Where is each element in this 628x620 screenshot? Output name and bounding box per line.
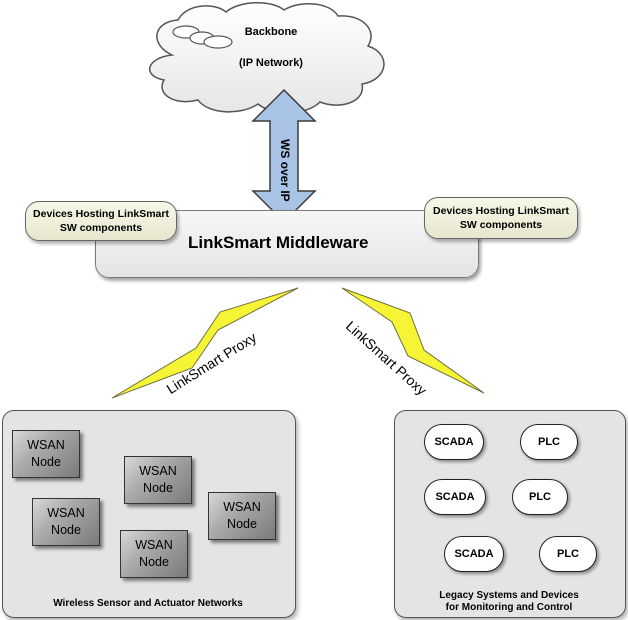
right-host-line1: Devices Hosting LinkSmart <box>433 205 569 217</box>
legacy-caption-line1: Legacy Systems and Devices <box>439 590 579 601</box>
legacy-caption: Legacy Systems and Devices for Monitorin… <box>400 590 618 614</box>
cloud-subtitle: (IP Network) <box>239 57 303 69</box>
wsan-node: WSAN Node <box>124 456 192 504</box>
scada-pill: SCADA <box>424 479 486 515</box>
plc-pill: PLC <box>512 479 568 515</box>
middleware-label: LinkSmart Middleware <box>188 233 369 252</box>
cloud-title: Backbone <box>244 26 298 38</box>
wsan-node: WSAN Node <box>12 430 80 478</box>
right-host-line2: SW components <box>459 219 543 231</box>
right-host-box: Devices Hosting LinkSmart SW components <box>424 197 578 239</box>
arrow-label: WS over IP <box>278 139 292 202</box>
cloud-bubbles <box>172 25 233 49</box>
right-lightning-bolt <box>341 287 485 394</box>
wsan-node: WSAN Node <box>120 530 188 578</box>
left-lightning-bolt <box>111 287 299 399</box>
wsan-node: WSAN Node <box>32 498 100 546</box>
left-host-line2: SW components <box>59 222 143 234</box>
left-host-line1: Devices Hosting LinkSmart <box>33 208 169 220</box>
scada-pill: SCADA <box>424 424 484 460</box>
wsan-caption: Wireless Sensor and Actuator Networks <box>53 598 243 609</box>
wsan-node: WSAN Node <box>208 492 276 540</box>
scada-pill: SCADA <box>444 536 504 572</box>
plc-pill: PLC <box>539 536 597 572</box>
plc-pill: PLC <box>520 424 578 460</box>
left-host-box: Devices Hosting LinkSmart SW components <box>25 201 177 241</box>
legacy-caption-line2: for Monitoring and Control <box>445 602 573 613</box>
backbone-cloud-shape <box>148 2 385 114</box>
